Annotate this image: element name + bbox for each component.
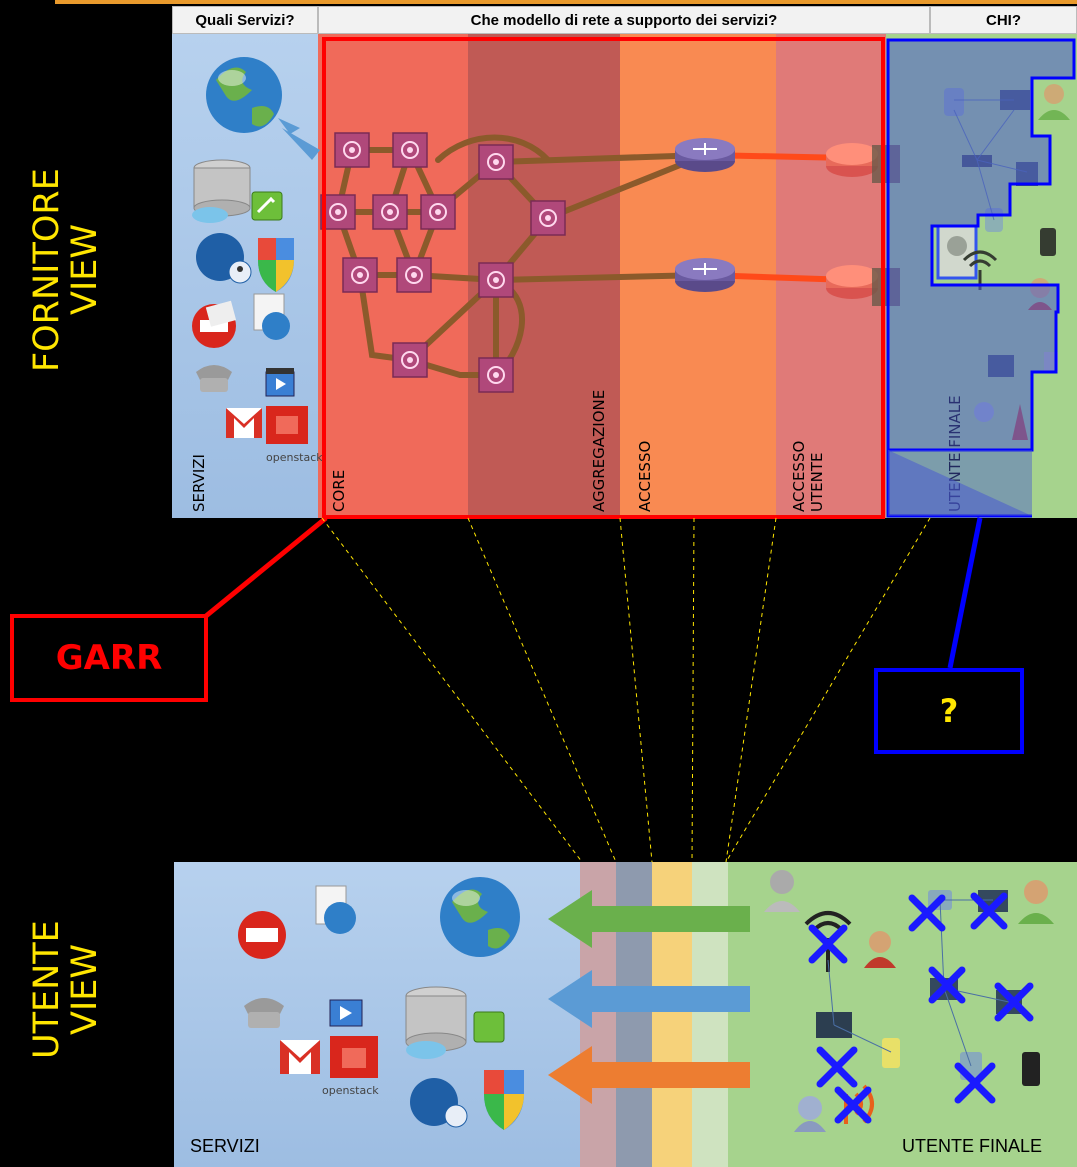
telephone-icon [196, 365, 232, 392]
blocked-x-marks [808, 892, 1034, 1124]
telephone-icon [244, 998, 284, 1028]
url-globe-icon [253, 293, 290, 340]
bottom-diagram: openstack [238, 870, 1054, 1132]
garr-region-outline [322, 37, 885, 519]
gmail-icon [280, 1040, 320, 1074]
bottom-label-utente-finale: UTENTE FINALE [902, 1136, 1043, 1156]
url-globe-icon [315, 885, 356, 934]
user-avatar-grey [764, 870, 800, 912]
key-icon [251, 191, 283, 221]
garr-label-box: GARR [10, 614, 208, 702]
shield-icon [484, 1070, 524, 1130]
user-avatar-green [1018, 880, 1054, 924]
video-icon [265, 368, 295, 397]
globe-icon [206, 57, 282, 133]
key-icon [473, 1011, 505, 1043]
blocked-mail-icon [192, 300, 237, 348]
header-services: Quali Servizi? [172, 6, 318, 34]
blue-arrow [548, 970, 750, 1028]
user-globe-icon [410, 1078, 468, 1128]
database-icon [192, 159, 251, 223]
unknown-label-box: ? [874, 668, 1024, 754]
bottom-label-servizi: SERVIZI [190, 1136, 260, 1156]
header-network: Che modello di rete a supporto dei servi… [318, 6, 930, 34]
openstack-icon [330, 1036, 378, 1078]
openstack-label: openstack [322, 1084, 379, 1097]
bottom-utente-panel [728, 862, 1077, 1167]
video-icon [329, 999, 363, 1027]
gmail-icon [226, 408, 262, 438]
green-arrow [548, 890, 750, 948]
database-icon [405, 986, 467, 1059]
shield-icon [258, 238, 294, 292]
globe-icon [440, 877, 520, 957]
callout-lines [204, 516, 983, 863]
orange-arrow [548, 1046, 750, 1104]
openstack-icon [266, 406, 308, 444]
user-avatar-blue [794, 1096, 826, 1132]
blocked-mail-icon [238, 911, 286, 959]
openstack-label: openstack [266, 451, 323, 464]
unknown-users-region [886, 38, 1076, 518]
header-who: CHI? [930, 6, 1077, 34]
user-globe-icon [196, 233, 252, 284]
top-orange-strip [55, 0, 1077, 4]
user-avatar-female [864, 931, 896, 968]
